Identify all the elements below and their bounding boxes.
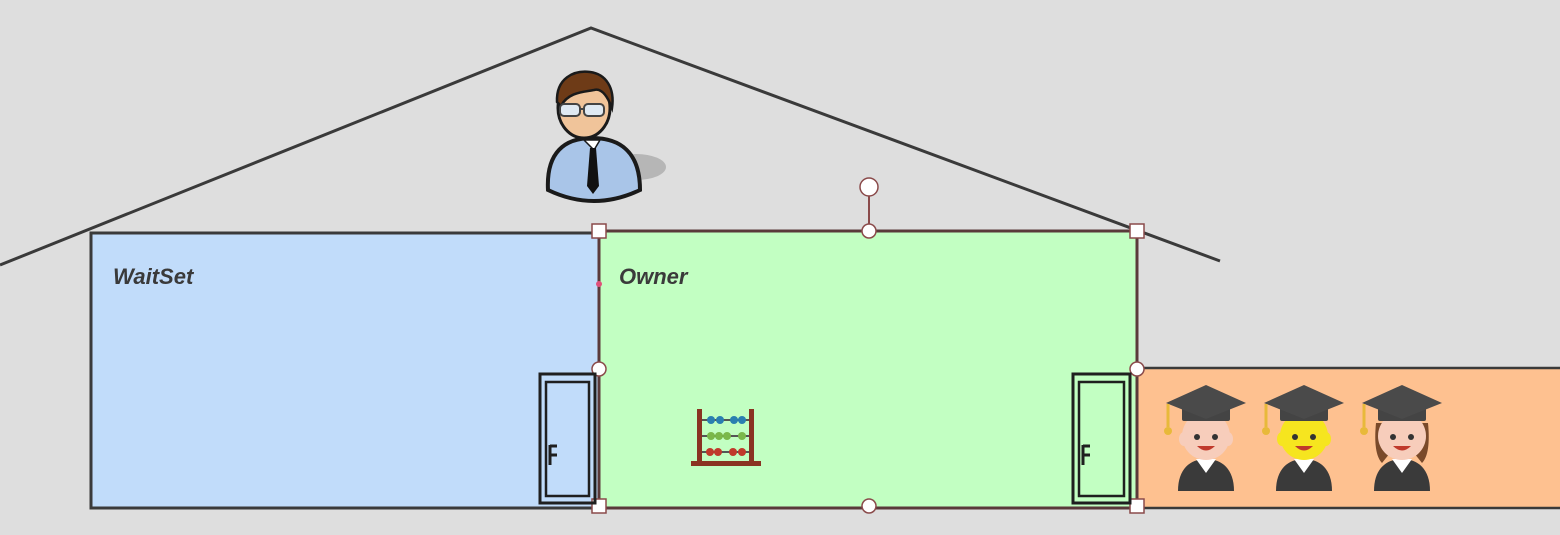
resize-handle-top-right[interactable] — [1129, 223, 1145, 239]
graduate-student-icon — [1164, 385, 1246, 491]
resize-handle-bottom[interactable] — [861, 498, 877, 514]
resize-handle-top[interactable] — [861, 223, 877, 239]
roof-line — [0, 26, 1221, 267]
connection-point[interactable] — [596, 281, 602, 287]
resize-handle-right[interactable] — [1129, 361, 1145, 377]
person-with-glasses-and-tie-icon — [545, 70, 666, 203]
selection-handles[interactable] — [591, 177, 1145, 514]
graduate-student-icon — [1360, 385, 1442, 491]
abacus-icon — [691, 409, 761, 466]
door-icon — [1071, 372, 1132, 505]
waitset-room — [89, 231, 602, 510]
graduate-student-icon — [1262, 385, 1344, 491]
waitset-label: WaitSet — [113, 264, 194, 289]
resize-handle-bottom-right[interactable] — [1129, 498, 1145, 514]
rotate-handle[interactable] — [859, 177, 879, 197]
resize-handle-top-left[interactable] — [591, 223, 607, 239]
door-icon — [538, 372, 597, 505]
owner-label: Owner — [619, 264, 688, 289]
